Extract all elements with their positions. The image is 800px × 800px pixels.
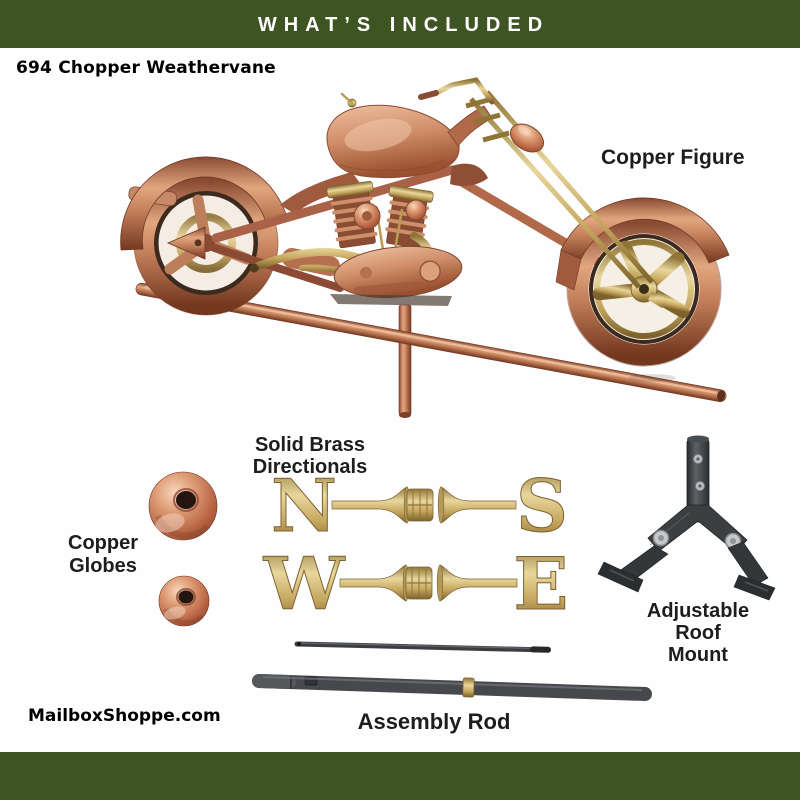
letter-west: W [263, 541, 346, 626]
headlight [509, 123, 545, 153]
copper-globes-label: Copper Globes [43, 532, 163, 578]
directionals-label: Solid Brass Directionals [240, 434, 380, 478]
globes-label-line1: Copper [68, 532, 138, 554]
adjustable-roof-mount [597, 435, 776, 601]
gas-tank [326, 92, 493, 186]
footer-bar [0, 752, 800, 800]
large-globe [148, 471, 218, 541]
thin-rod [294, 641, 551, 653]
rear-fender [120, 156, 362, 251]
watermark-site: MailboxShoppe.com [28, 706, 221, 726]
mount-label-line1: Adjustable [646, 600, 750, 622]
mount-label-line2: Roof [675, 622, 721, 644]
copper-chopper-figure [120, 77, 730, 418]
seat [450, 163, 488, 186]
we-hub [405, 566, 433, 600]
seat-cowl [280, 172, 362, 214]
front-fork [418, 77, 654, 289]
vane-arrow-tip [166, 226, 206, 260]
header-banner: WHAT’S INCLUDED [0, 0, 800, 48]
handlebar [433, 77, 495, 105]
letter-north: N [271, 463, 337, 548]
copper-figure-label: Copper Figure [601, 146, 745, 169]
north-south-directional: N S [271, 463, 569, 549]
letter-east: E [514, 541, 569, 626]
roof-mount-label: Adjustable Roof Mount [627, 600, 769, 666]
thick-rod [252, 674, 652, 701]
assembly-rod-label: Assembly Rod [357, 709, 511, 734]
front-fender [555, 197, 730, 291]
horizontal-rod [135, 282, 727, 403]
banner-title: WHAT’S INCLUDED [257, 14, 550, 36]
spindle-rod [398, 304, 412, 418]
product-model-label: 694 Chopper Weathervane [16, 58, 276, 78]
copper-globes [148, 471, 218, 627]
small-globe [158, 575, 210, 627]
mount-label-line3: Mount [668, 644, 728, 666]
directionals-label-line2: Directionals [252, 456, 368, 478]
crankcase [333, 245, 463, 299]
letter-south: S [516, 463, 568, 548]
engine [249, 181, 463, 306]
assembly-rods [252, 641, 652, 701]
directionals-label-line1: Solid Brass [254, 434, 366, 456]
brass-directionals: N S W [262, 463, 569, 627]
ns-hub [406, 488, 434, 522]
globes-label-line2: Globes [69, 555, 137, 577]
west-east-directional: W E [262, 541, 569, 627]
